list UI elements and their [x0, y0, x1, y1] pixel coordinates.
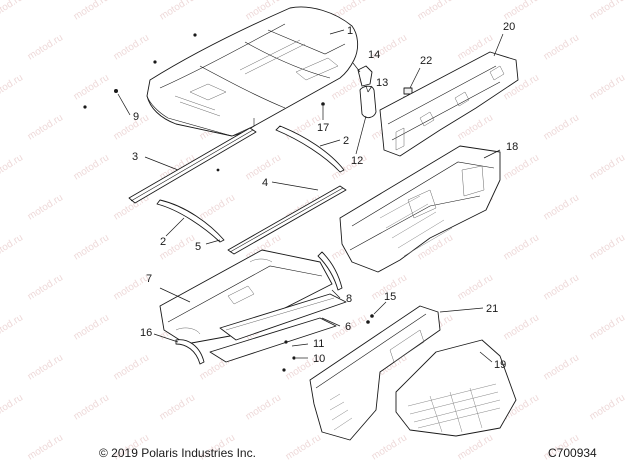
callout-c4: 4	[262, 177, 268, 189]
lower-structure-part-21	[309, 305, 441, 441]
callout-c5: 5	[195, 241, 201, 253]
watermark-text: motod.ru	[72, 152, 111, 182]
callout-c3: 3	[132, 151, 138, 163]
callout-c16: 16	[140, 327, 152, 339]
callout-c6: 6	[345, 321, 351, 333]
watermark-text: motod.ru	[0, 392, 25, 422]
callout-c17: 17	[317, 122, 329, 134]
callout-c7: 7	[146, 273, 152, 285]
curved-trim-part-2-upper	[275, 125, 345, 173]
watermark-text: motod.ru	[502, 0, 541, 23]
watermark-text: motod.ru	[542, 352, 581, 382]
watermark-text: motod.ru	[502, 152, 541, 182]
watermark-text: motod.ru	[284, 432, 323, 462]
watermark-text: motod.ru	[72, 0, 111, 23]
watermark-text: motod.ru	[72, 312, 111, 342]
callout-c19: 19	[494, 359, 506, 371]
watermark-text: motod.ru	[542, 32, 581, 62]
watermark-text: motod.ru	[112, 32, 151, 62]
callout-c1: 1	[347, 25, 353, 37]
curved-trim-part-2-lower	[156, 199, 225, 243]
watermark-text: motod.ru	[244, 392, 283, 422]
watermark-text: motod.ru	[588, 0, 625, 23]
fasteners-roof	[83, 33, 325, 172]
watermark-text: motod.ru	[542, 192, 581, 222]
copyright-notice: © 2019 Polaris Industries Inc.	[99, 446, 256, 460]
callout-c2a: 2	[343, 135, 349, 147]
watermark-text: motod.ru	[158, 392, 197, 422]
callout-c15: 15	[384, 291, 396, 303]
floor-tub-part-18	[339, 145, 501, 273]
watermark-text: motod.ru	[26, 352, 65, 382]
dash-support-part-20	[379, 51, 519, 157]
watermark-text: motod.ru	[26, 112, 65, 142]
callout-c10: 10	[313, 353, 325, 365]
watermark-text: motod.ru	[588, 152, 625, 182]
watermark-text: motod.ru	[542, 272, 581, 302]
flat-panel-part-6	[219, 293, 347, 341]
watermark-text: motod.ru	[0, 232, 25, 262]
watermark-text: motod.ru	[198, 192, 237, 222]
watermark-text: motod.ru	[26, 432, 65, 462]
callout-c8: 8	[346, 293, 352, 305]
callout-c11: 11	[313, 338, 324, 350]
callout-c20: 20	[503, 21, 515, 33]
mirror-assembly-parts-12-14	[357, 65, 377, 119]
drawing-number: C700934	[548, 446, 597, 460]
callout-c21: 21	[486, 303, 498, 315]
watermark-text: motod.ru	[542, 112, 581, 142]
lower-plate-parts-10-11	[209, 317, 337, 372]
watermark-text: motod.ru	[0, 152, 25, 182]
watermark-text: motod.ru	[112, 112, 151, 142]
watermark-text: motod.ru	[72, 392, 111, 422]
watermark-text: motod.ru	[370, 432, 409, 462]
watermark-text: motod.ru	[502, 232, 541, 262]
watermark-text: motod.ru	[72, 232, 111, 262]
callout-c2b: 2	[160, 236, 166, 248]
fasteners-part-15	[366, 314, 374, 324]
watermark-text: motod.ru	[26, 272, 65, 302]
floor-tray-part-19	[395, 339, 517, 437]
callout-c9: 9	[133, 111, 139, 123]
leader-lines	[117, 29, 504, 363]
watermark-text: motod.ru	[72, 72, 111, 102]
watermark-text: motod.ru	[0, 312, 25, 342]
callout-c13: 13	[376, 77, 388, 89]
watermark-text: motod.ru	[456, 272, 495, 302]
bar-part-4	[227, 185, 347, 255]
callout-c14: 14	[368, 49, 380, 61]
watermark-text: motod.ru	[502, 312, 541, 342]
trim-part-8	[317, 251, 343, 291]
watermark-text: motod.ru	[0, 0, 25, 23]
trim-rail-part-3	[128, 127, 257, 204]
watermark-text: motod.ru	[588, 232, 625, 262]
watermark-text: motod.ru	[26, 192, 65, 222]
callout-c12: 12	[351, 155, 363, 167]
watermark-text: motod.ru	[416, 0, 455, 23]
callout-c22: 22	[420, 55, 432, 67]
roof-part-1	[146, 6, 359, 137]
watermark-text: motod.ru	[588, 72, 625, 102]
callout-c18: 18	[506, 141, 518, 153]
watermark-text: motod.ru	[112, 352, 151, 382]
bar-part-16	[175, 339, 205, 365]
watermark-text: motod.ru	[456, 432, 495, 462]
watermark-text: motod.ru	[588, 392, 625, 422]
watermark-text: motod.ru	[0, 72, 25, 102]
watermark-text: motod.ru	[26, 32, 65, 62]
watermark-text: motod.ru	[588, 312, 625, 342]
watermark-text: motod.ru	[158, 0, 197, 23]
